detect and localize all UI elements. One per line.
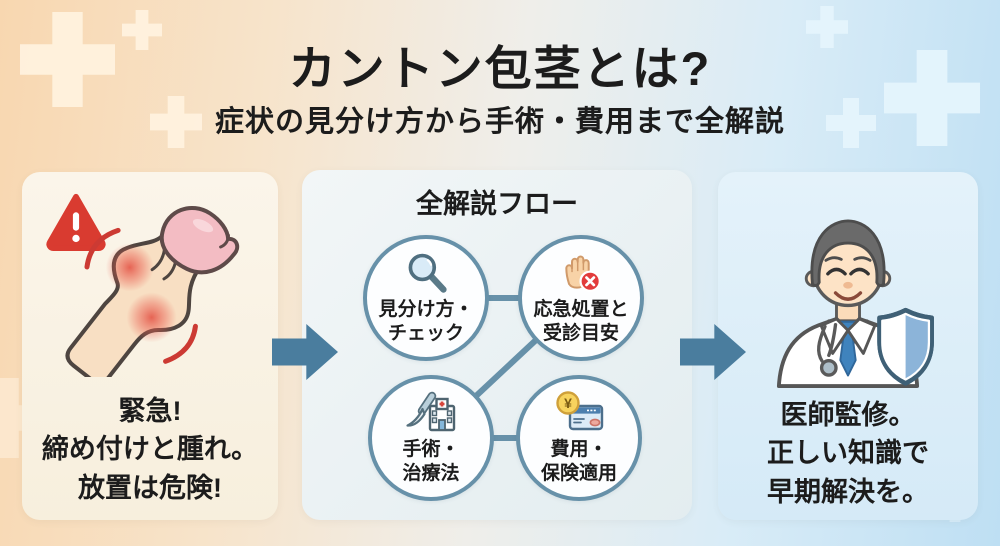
flow-step-label: 手術・ bbox=[402, 438, 460, 460]
flow-step-surgery: 手術・ 治療法 bbox=[368, 375, 494, 501]
scalpel-hospital-icon bbox=[405, 391, 457, 435]
emergency-caption: 緊急! 締め付けと腫れ。 放置は危険! bbox=[22, 392, 278, 507]
caption-line: 医師監修。 bbox=[780, 400, 916, 430]
page-subtitle: 症状の見分け方から手術・費用まで全解説 bbox=[214, 106, 785, 138]
flow-title: 全解説フロー bbox=[416, 189, 578, 219]
caption-line: 早期解決を。 bbox=[767, 476, 929, 507]
flow-step-cost: ¥ 費用・ 保険適用 bbox=[516, 375, 642, 501]
shield-icon bbox=[877, 307, 934, 386]
flow-step-label: 保険適用 bbox=[540, 462, 617, 484]
flow-step-label: 治療法 bbox=[402, 462, 460, 484]
doctor-caption: 医師監修。 正しい知識で 早期解決を。 bbox=[718, 396, 978, 511]
flow-step-label: 応急処置と bbox=[533, 298, 629, 320]
doctor-panel: 医師監修。 正しい知識で 早期解決を。 bbox=[718, 172, 978, 520]
warning-triangle-icon bbox=[45, 190, 107, 257]
phimosis-illustration bbox=[50, 192, 255, 385]
flow-step-label: 受診目安 bbox=[542, 322, 619, 344]
flow-step-identify: 見分け方・ チェック bbox=[363, 235, 489, 361]
flow-step-label: 見分け方・ bbox=[378, 298, 474, 320]
yen-symbol: ¥ bbox=[564, 395, 572, 411]
flow-panel: 全解説フロー 見分け方・ チェック bbox=[302, 170, 692, 520]
flow-step-label: 費用・ bbox=[550, 438, 608, 460]
flow-step-firstaid: 応急処置と 受診目安 bbox=[518, 235, 644, 361]
page-title: カントン包茎とは? bbox=[288, 42, 712, 95]
emergency-panel: 緊急! 締め付けと腫れ。 放置は危険! bbox=[22, 172, 278, 520]
caption-line: 正しい知識で bbox=[767, 438, 929, 469]
magnifier-icon bbox=[404, 251, 448, 295]
flow-step-label: チェック bbox=[387, 322, 464, 344]
doctor-with-shield-illustration bbox=[748, 196, 948, 393]
caption-line: 放置は危険! bbox=[78, 472, 222, 503]
stop-hand-icon bbox=[559, 251, 603, 295]
yen-coin-card-icon: ¥ bbox=[553, 390, 605, 435]
caption-line: 締め付けと腫れ。 bbox=[41, 434, 259, 465]
caption-line: 緊急! bbox=[118, 396, 182, 426]
